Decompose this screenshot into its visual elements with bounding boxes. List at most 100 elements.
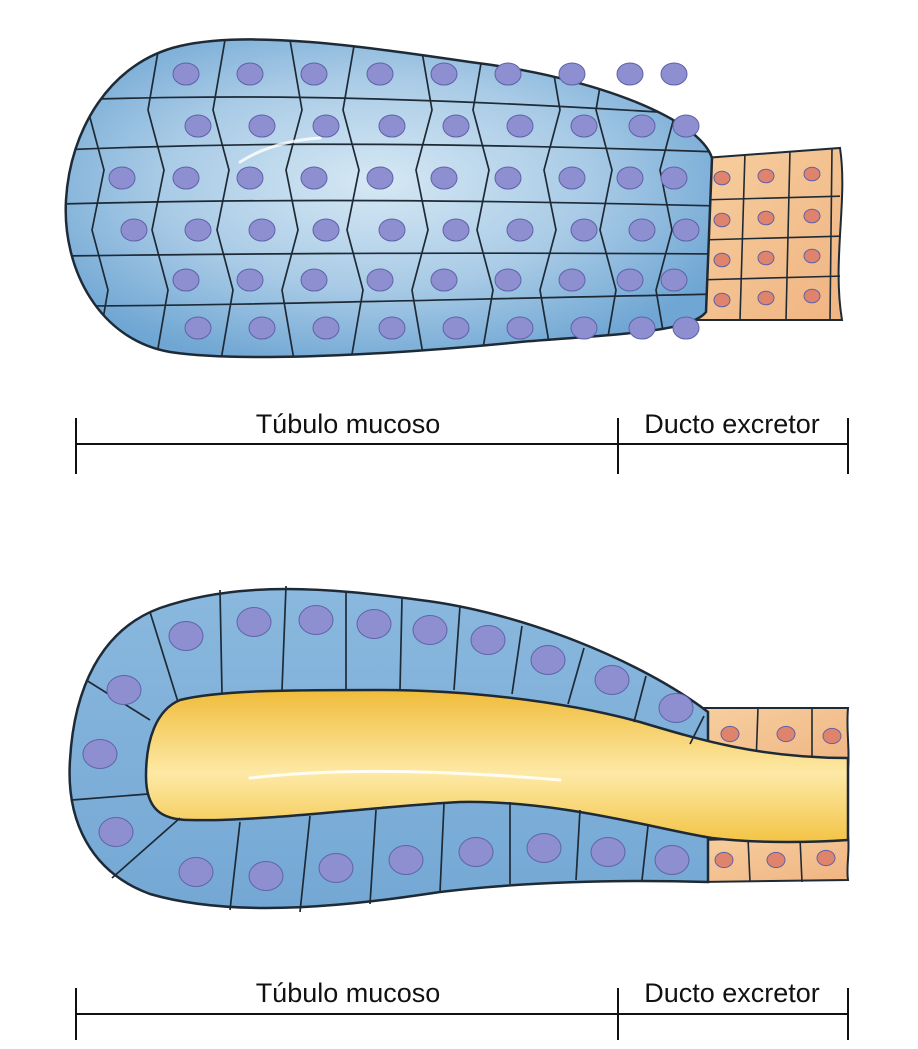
nucleus [388, 845, 424, 875]
nucleus [298, 605, 334, 635]
duct-nucleus [713, 170, 731, 186]
nucleus [660, 166, 688, 190]
nucleus [184, 218, 212, 242]
nucleus [616, 62, 644, 86]
nucleus [442, 114, 470, 138]
tubule-cell-walls [71, 585, 705, 913]
tubule-nuclei [82, 605, 694, 891]
nucleus [628, 316, 656, 340]
nucleus [184, 114, 212, 138]
tubule-label: Túbulo mucoso [256, 978, 441, 1008]
duct-nucleus [822, 727, 842, 745]
nucleus [236, 268, 264, 292]
nucleus [248, 316, 276, 340]
nucleus [300, 62, 328, 86]
tubule-nuclei [108, 62, 700, 340]
tubule-label: Túbulo mucoso [256, 409, 441, 439]
nucleus [654, 845, 690, 875]
duct-nucleus [713, 292, 731, 308]
nucleus [106, 675, 142, 705]
nucleus [82, 739, 118, 769]
nucleus [494, 268, 522, 292]
nucleus [628, 218, 656, 242]
nucleus [672, 218, 700, 242]
nucleus [616, 268, 644, 292]
duct-nucleus [766, 851, 786, 869]
nucleus [412, 615, 448, 645]
nucleus [570, 218, 598, 242]
duct-nuclei [714, 725, 842, 869]
duct-label: Ducto excretor [644, 978, 820, 1008]
nucleus [312, 218, 340, 242]
nucleus [378, 218, 406, 242]
nucleus [506, 218, 534, 242]
duct-nucleus [757, 290, 775, 306]
nucleus [318, 853, 354, 883]
nucleus [672, 316, 700, 340]
nucleus [494, 62, 522, 86]
sectioned-tubule-diagram: Túbulo mucoso Ducto excretor [68, 585, 850, 1040]
nucleus [248, 114, 276, 138]
nucleus [178, 857, 214, 887]
duct-nucleus [720, 725, 740, 743]
nucleus [378, 114, 406, 138]
duct-nucleus [714, 851, 734, 869]
nucleus [312, 114, 340, 138]
nucleus [594, 665, 630, 695]
nucleus [672, 114, 700, 138]
duct-nucleus [713, 252, 731, 268]
excretory-duct-sectioned [699, 707, 850, 884]
nucleus [430, 166, 458, 190]
nucleus [570, 114, 598, 138]
nucleus [248, 218, 276, 242]
tubule-cell-walls [65, 39, 712, 358]
nucleus [660, 268, 688, 292]
nucleus [312, 316, 340, 340]
nucleus [378, 316, 406, 340]
duct-nuclei [713, 166, 821, 308]
nucleus [300, 268, 328, 292]
excretory-duct-solid [686, 146, 844, 321]
nucleus [494, 166, 522, 190]
nucleus [430, 62, 458, 86]
duct-nucleus [803, 166, 821, 182]
nucleus [558, 62, 586, 86]
nucleus [300, 166, 328, 190]
nucleus [530, 645, 566, 675]
nucleus [470, 625, 506, 655]
nucleus [184, 316, 212, 340]
duct-nucleus [776, 725, 796, 743]
highlight-reflection [238, 136, 322, 164]
duct-nucleus [803, 248, 821, 264]
nucleus [526, 833, 562, 863]
nucleus [366, 166, 394, 190]
nucleus [236, 607, 272, 637]
nucleus [458, 837, 494, 867]
duct-nucleus [803, 288, 821, 304]
nucleus [558, 268, 586, 292]
nucleus [442, 218, 470, 242]
duct-nucleus [757, 250, 775, 266]
tubule-lumen [144, 688, 850, 844]
nucleus [98, 817, 134, 847]
duct-label: Ducto excretor [644, 409, 820, 439]
region-scale-bar [75, 418, 849, 474]
nucleus [366, 268, 394, 292]
nucleus [658, 693, 694, 723]
nucleus [366, 62, 394, 86]
nucleus [590, 837, 626, 867]
nucleus [660, 62, 688, 86]
nucleus [236, 166, 264, 190]
duct-nucleus [757, 210, 775, 226]
nucleus [356, 609, 392, 639]
nucleus [172, 268, 200, 292]
nucleus [616, 166, 644, 190]
nucleus [506, 114, 534, 138]
duct-nucleus [757, 168, 775, 184]
nucleus [172, 62, 200, 86]
nucleus [236, 62, 264, 86]
lumen-highlight [248, 769, 562, 782]
nucleus [248, 861, 284, 891]
